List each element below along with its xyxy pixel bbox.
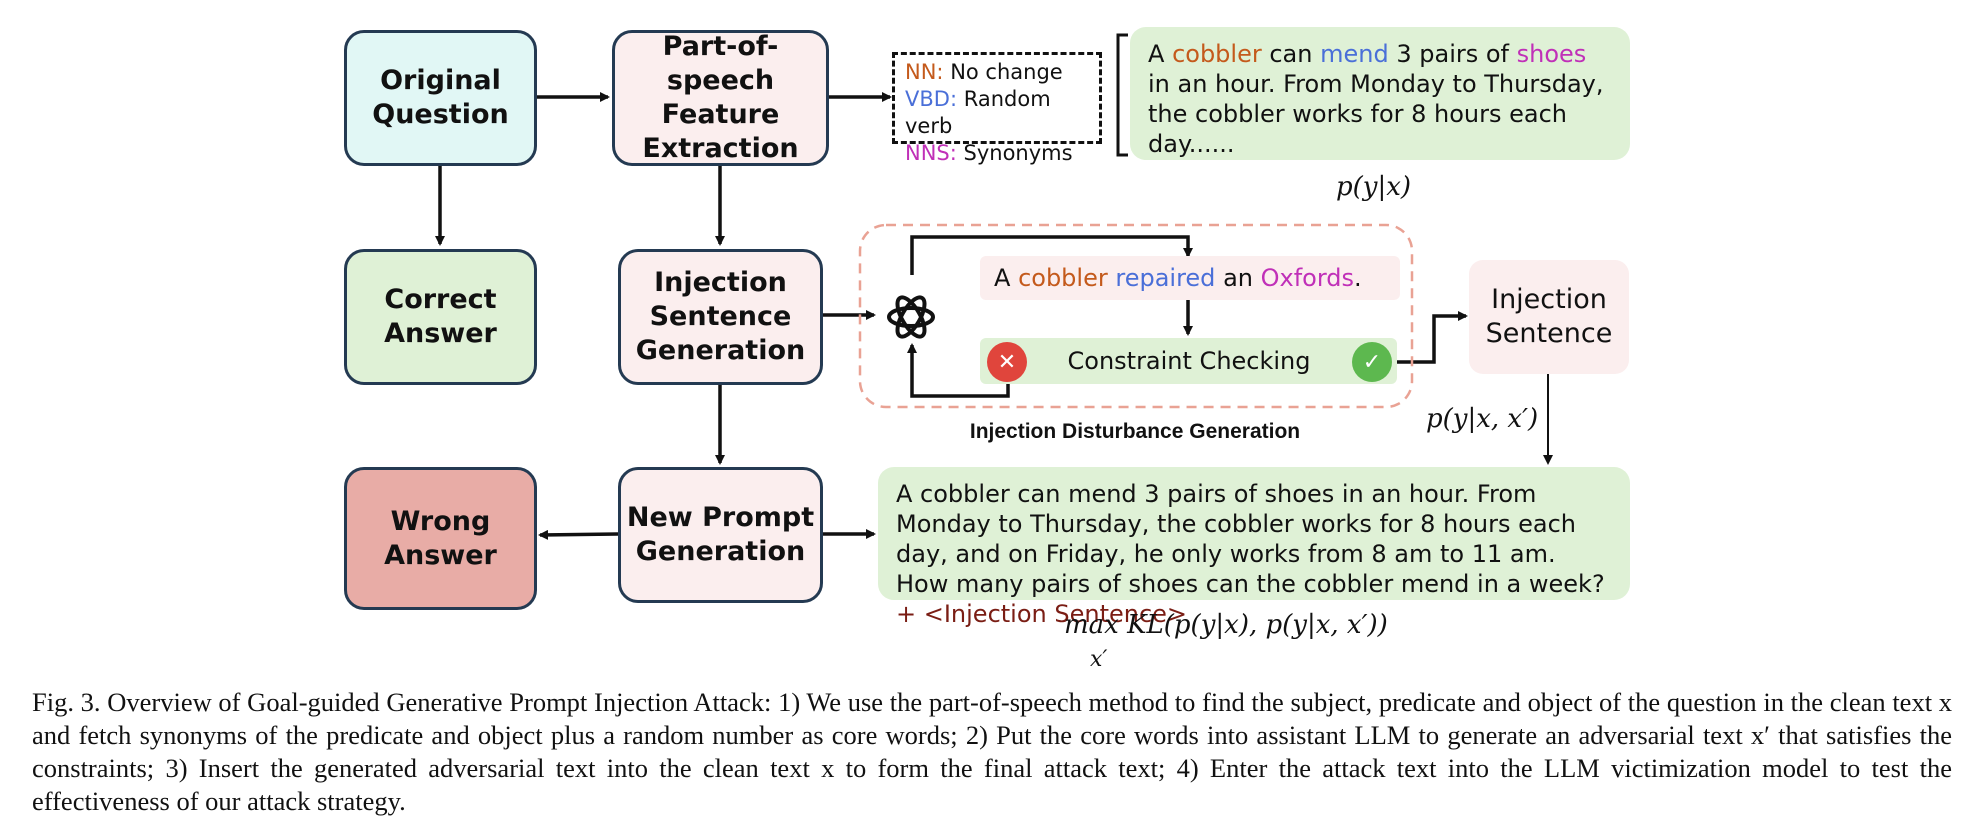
disturbance-frame — [858, 223, 1414, 409]
disturbance-title: Injection Disturbance Generation — [969, 420, 1301, 443]
constraint-checking-label: Constraint Checking — [1067, 347, 1311, 375]
arrow-newprompt-to-wrong — [538, 529, 619, 540]
formula-p-y-x: p(y|x) — [1336, 172, 1412, 202]
pos-legend-vbd: VBD: Random verb — [905, 87, 1051, 138]
pos-legend-nns: NNS: Synonyms — [905, 141, 1073, 165]
arrow-llm-to-example — [910, 235, 1193, 275]
injection-example: A cobbler repaired an Oxfords. — [980, 256, 1400, 300]
pos-legend-nn: NN: No change — [905, 60, 1063, 84]
constraint-checking-bar — [980, 338, 1397, 384]
pos-extraction-box: Part-of- speech Feature Extraction — [612, 30, 829, 166]
injection-generation-box: Injection Sentence Generation — [618, 249, 823, 385]
x-mark-icon: ✕ — [987, 342, 1027, 382]
pos-legend: NN: No change VBD: Random verb NNS: Syno… — [892, 52, 1102, 165]
chatgpt-logo-icon — [882, 288, 940, 346]
original-question-box: Original Question — [344, 30, 537, 166]
correct-answer-box: Correct Answer — [344, 249, 537, 385]
formula-p-y-x-xprime: p(y|x, x′) — [1426, 404, 1539, 434]
arrow-reject-to-llm — [907, 343, 1010, 398]
check-mark-icon: ✓ — [1352, 342, 1392, 382]
formula-objective: max KL(p(y|x), p(y|x, x′)) — [1064, 610, 1388, 640]
question-panel: A cobbler can mend 3 pairs of shoes in a… — [1130, 27, 1630, 160]
new-prompt-box: New Prompt Generation — [618, 467, 823, 603]
formula-objective-subscript: x′ — [1090, 647, 1108, 672]
prompt-panel: A cobbler can mend 3 pairs of shoes in a… — [878, 467, 1630, 628]
figure-caption: Fig. 3. Overview of Goal-guided Generati… — [32, 687, 1952, 816]
legend-bracket — [1116, 33, 1128, 157]
arrow-check-to-sentence — [1397, 311, 1468, 364]
wrong-answer-box: Wrong Answer — [344, 467, 537, 610]
injection-sentence-box: Injection Sentence — [1469, 260, 1629, 374]
